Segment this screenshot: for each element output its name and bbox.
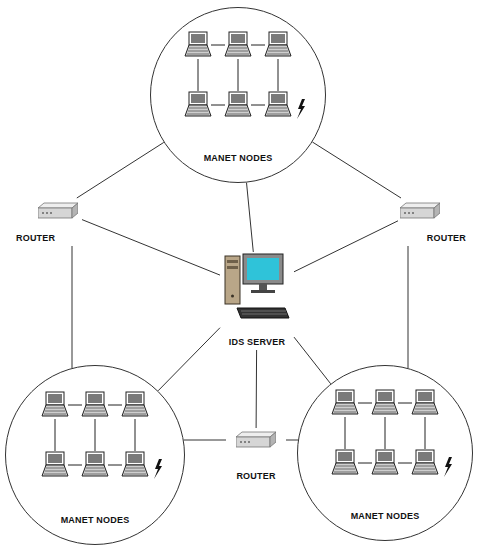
network-link: [256, 350, 258, 428]
network-link: [184, 440, 226, 441]
network-link: [158, 328, 220, 391]
router-icon: [236, 432, 276, 447]
node-label: MANET NODES: [351, 511, 420, 522]
router-node: ROUTER: [226, 428, 286, 484]
manet-cluster: MANET NODES: [297, 365, 473, 541]
manet-cluster: MANET NODES: [5, 365, 185, 545]
network-link: [82, 220, 220, 276]
node-label: ROUTER: [236, 471, 275, 482]
network-link: [294, 337, 331, 384]
network-link: [72, 246, 73, 368]
manet-cluster: MANET NODES: [150, 7, 326, 183]
router-node: ROUTER: [398, 198, 468, 246]
node-label: IDS SERVER: [229, 337, 285, 348]
node-label: MANET NODES: [204, 153, 273, 164]
laptop-cluster: [42, 392, 162, 479]
network-link: [312, 142, 401, 198]
laptop-cluster: [185, 32, 305, 119]
node-label: ROUTER: [427, 233, 466, 244]
node-label: ROUTER: [16, 233, 55, 244]
ids-server: IDS SERVER: [220, 252, 294, 350]
network-link: [247, 183, 254, 252]
laptop-cluster: [332, 390, 452, 477]
node-label: MANET NODES: [61, 515, 130, 526]
router-node: ROUTER: [14, 198, 82, 246]
server-icon: [225, 254, 289, 318]
network-link: [294, 221, 398, 272]
router-icon: [400, 203, 440, 218]
network-link: [286, 440, 298, 441]
router-icon: [38, 203, 78, 218]
network-link: [408, 246, 409, 368]
network-link: [77, 142, 164, 198]
